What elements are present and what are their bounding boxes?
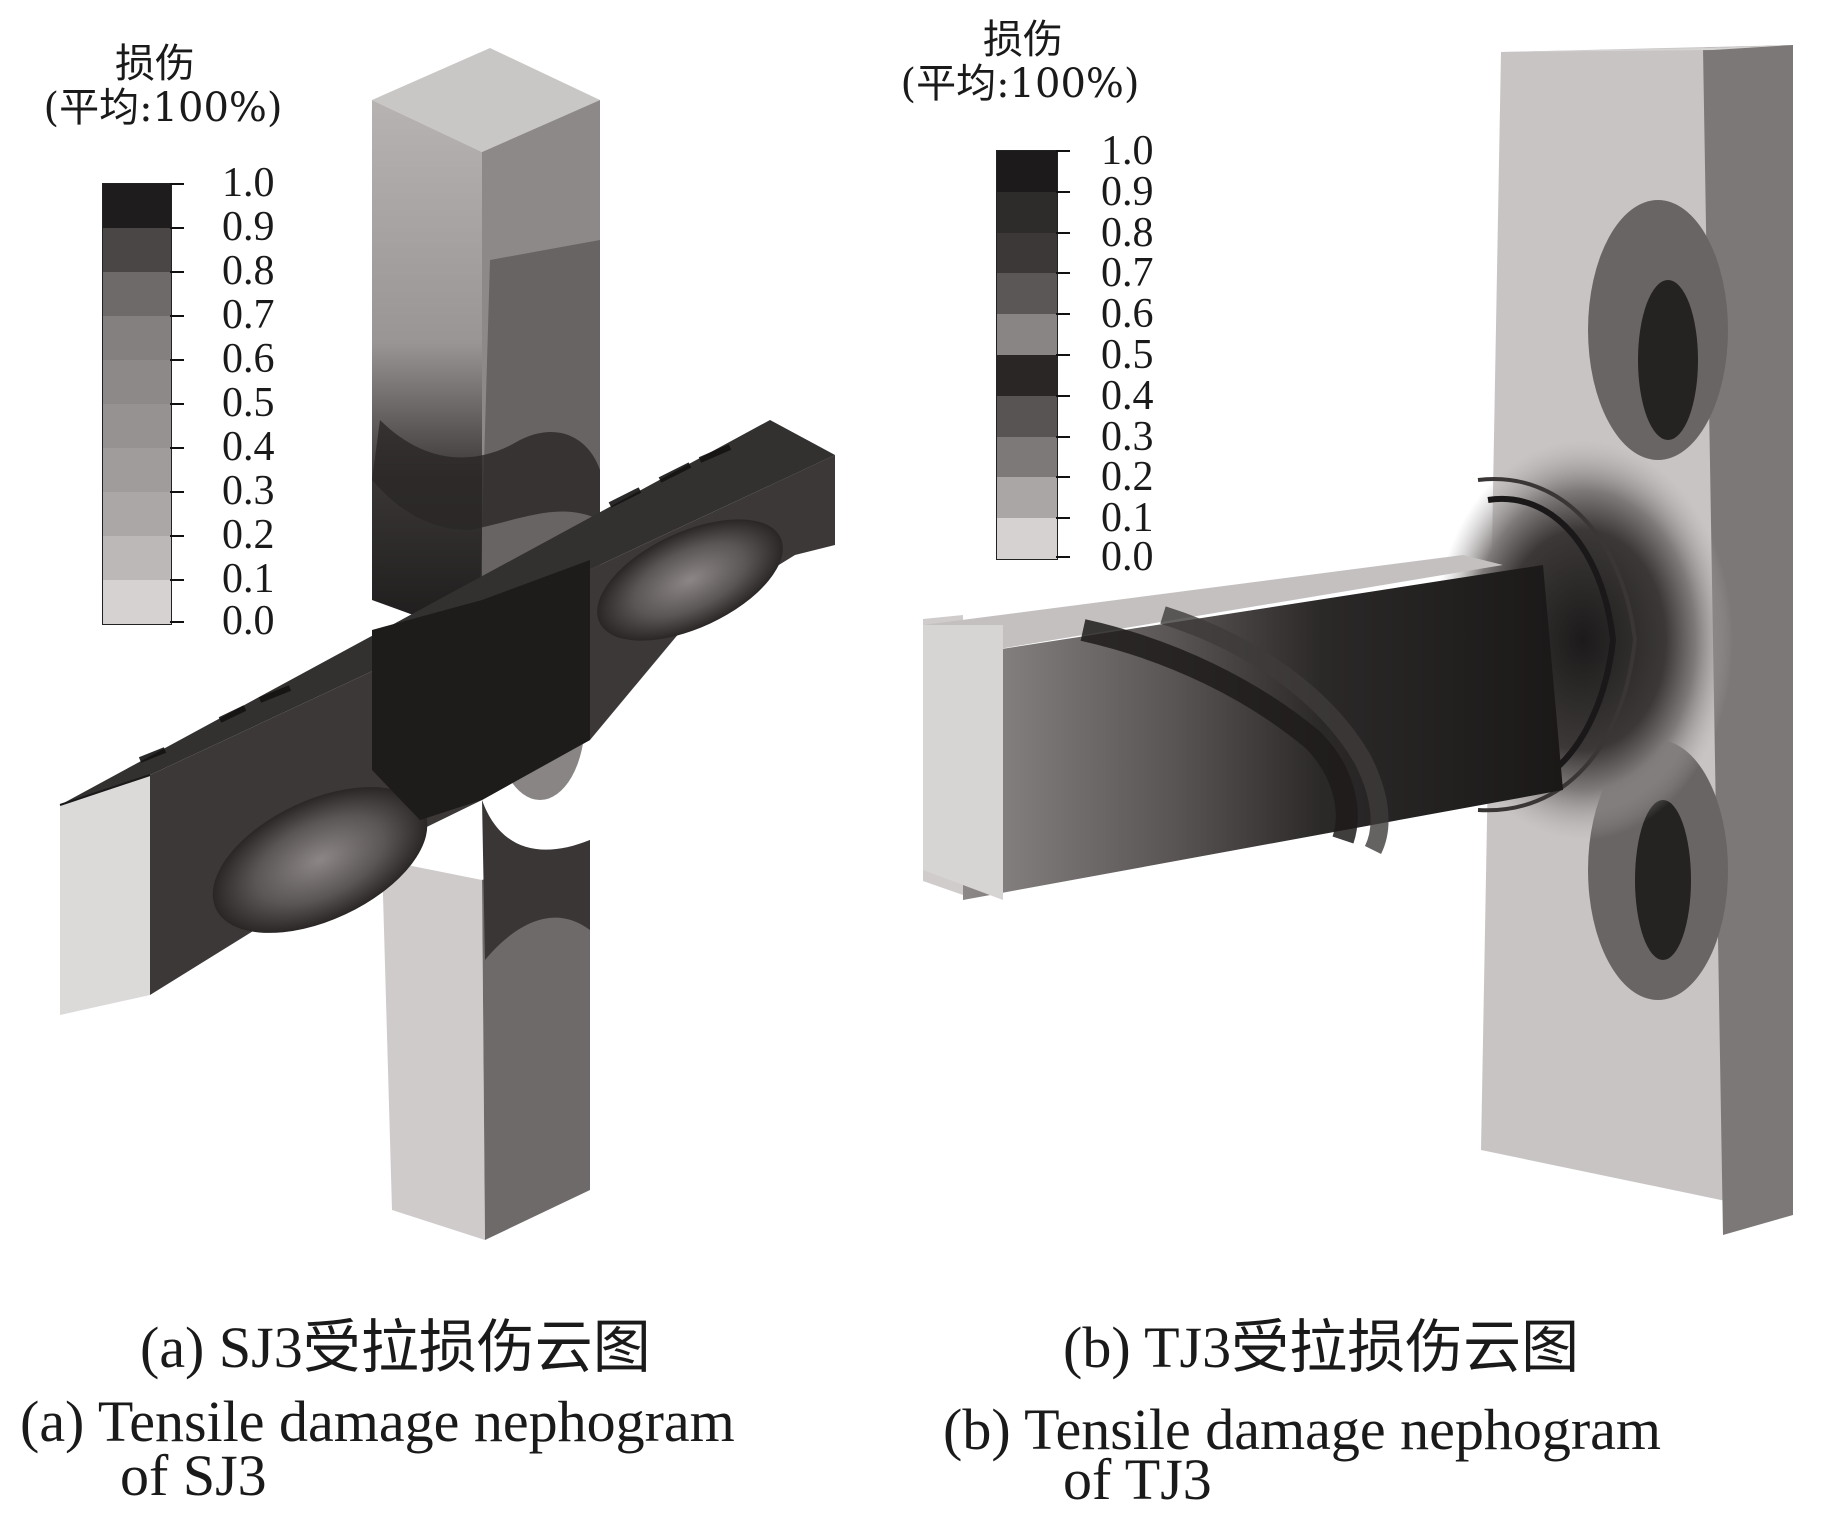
scale-cell-7 (997, 273, 1057, 315)
tick-mark (1056, 556, 1070, 558)
damage-color-scale (996, 150, 1058, 560)
tick-mark (1056, 272, 1070, 274)
tick-mark (1056, 395, 1070, 397)
lower-column (382, 800, 590, 1240)
tick-mark (170, 535, 184, 537)
legend-title: 损伤 (115, 41, 195, 87)
scale-cell-4 (103, 448, 171, 492)
tick-mark (170, 315, 184, 317)
tick-label: 0.8 (222, 248, 275, 294)
tick-label: 0.2 (222, 512, 275, 558)
tick-label: 0.0 (222, 598, 275, 644)
tick-label: 0.1 (1101, 495, 1154, 541)
scale-cell-5 (103, 404, 171, 448)
scale-cell-6 (997, 314, 1057, 355)
sj3-joint-model (59, 48, 835, 1240)
tick-label: 0.9 (222, 204, 275, 250)
scale-cell-7 (103, 316, 171, 360)
beam (59, 420, 835, 1015)
tick-label: 0.8 (1101, 210, 1154, 256)
tick-label: 0.4 (222, 424, 275, 470)
tick-mark (1056, 232, 1070, 234)
tick-mark (1056, 354, 1070, 356)
tick-label: 1.0 (1101, 128, 1154, 174)
column (1433, 45, 1793, 1235)
tick-label: 0.2 (1101, 454, 1154, 500)
caption-en-a-line1: (a) Tensile damage nephogram (20, 1389, 735, 1454)
scale-cell-1 (997, 518, 1057, 559)
tj3-joint-model (923, 45, 1793, 1235)
legend-title: 损伤 (983, 17, 1063, 63)
tick-label: 0.5 (222, 380, 275, 426)
scale-cell-10 (997, 151, 1057, 192)
tick-mark (170, 271, 184, 273)
beam (923, 555, 1563, 900)
damage-color-scale (102, 183, 172, 625)
tick-mark (1056, 191, 1070, 193)
tick-label: 0.3 (1101, 414, 1154, 460)
caption-zh-b: (b) TJ3受拉损伤云图 (1063, 1315, 1580, 1380)
tick-label: 0.9 (1101, 169, 1154, 215)
tick-label: 0.4 (1101, 373, 1154, 419)
tick-mark (170, 227, 184, 229)
scale-cell-4 (997, 395, 1057, 437)
tick-label: 0.0 (1101, 534, 1154, 580)
panel-sj3: 损伤 (平均:100%) 1.0 0.9 0.8 0.7 0.6 0.5 0.4… (0, 0, 923, 1508)
caption-zh-a: (a) SJ3受拉损伤云图 (140, 1315, 651, 1380)
tick-mark (170, 359, 184, 361)
tick-mark (1056, 517, 1070, 519)
legend-subtitle: (平均:100%) (43, 85, 283, 131)
upper-column (372, 48, 600, 640)
tick-mark (1056, 436, 1070, 438)
scale-cell-9 (997, 191, 1057, 233)
tick-label: 0.7 (1101, 250, 1154, 296)
tick-mark (1056, 476, 1070, 478)
scale-cell-6 (103, 360, 171, 404)
tick-mark (1056, 150, 1070, 152)
caption-en-b-line1: (b) Tensile damage nephogram (943, 1397, 1662, 1462)
tick-label: 0.6 (222, 336, 275, 382)
panel-tj3: 损伤 (平均:100%) 1.0 0.9 0.8 0.7 0.6 0.5 0.4… (900, 0, 1846, 1512)
scale-cell-3 (997, 436, 1057, 478)
scale-cell-8 (997, 232, 1057, 274)
tick-mark (1056, 313, 1070, 315)
tick-mark (170, 491, 184, 493)
scale-cell-10 (103, 184, 171, 228)
scale-cell-1 (103, 580, 171, 624)
scale-cell-5 (997, 354, 1057, 396)
tick-mark (170, 403, 184, 405)
tick-label: 0.7 (222, 292, 275, 338)
tick-mark (170, 183, 184, 185)
tick-label: 1.0 (222, 160, 275, 206)
tick-mark (170, 447, 184, 449)
scale-cell-2 (103, 536, 171, 580)
scale-cell-3 (103, 492, 171, 536)
tick-label: 0.1 (222, 556, 275, 602)
tick-mark (170, 621, 184, 623)
caption-en-a-line2: of SJ3 (120, 1443, 267, 1508)
caption-en-b-line2: of TJ3 (1063, 1447, 1212, 1512)
scale-cell-2 (997, 477, 1057, 519)
tick-label: 0.6 (1101, 291, 1154, 337)
scale-cell-9 (103, 228, 171, 272)
tick-label: 0.3 (222, 468, 275, 514)
tick-label: 0.5 (1101, 332, 1154, 378)
scale-cell-8 (103, 272, 171, 316)
tick-mark (170, 579, 184, 581)
legend-subtitle: (平均:100%) (900, 61, 1140, 107)
